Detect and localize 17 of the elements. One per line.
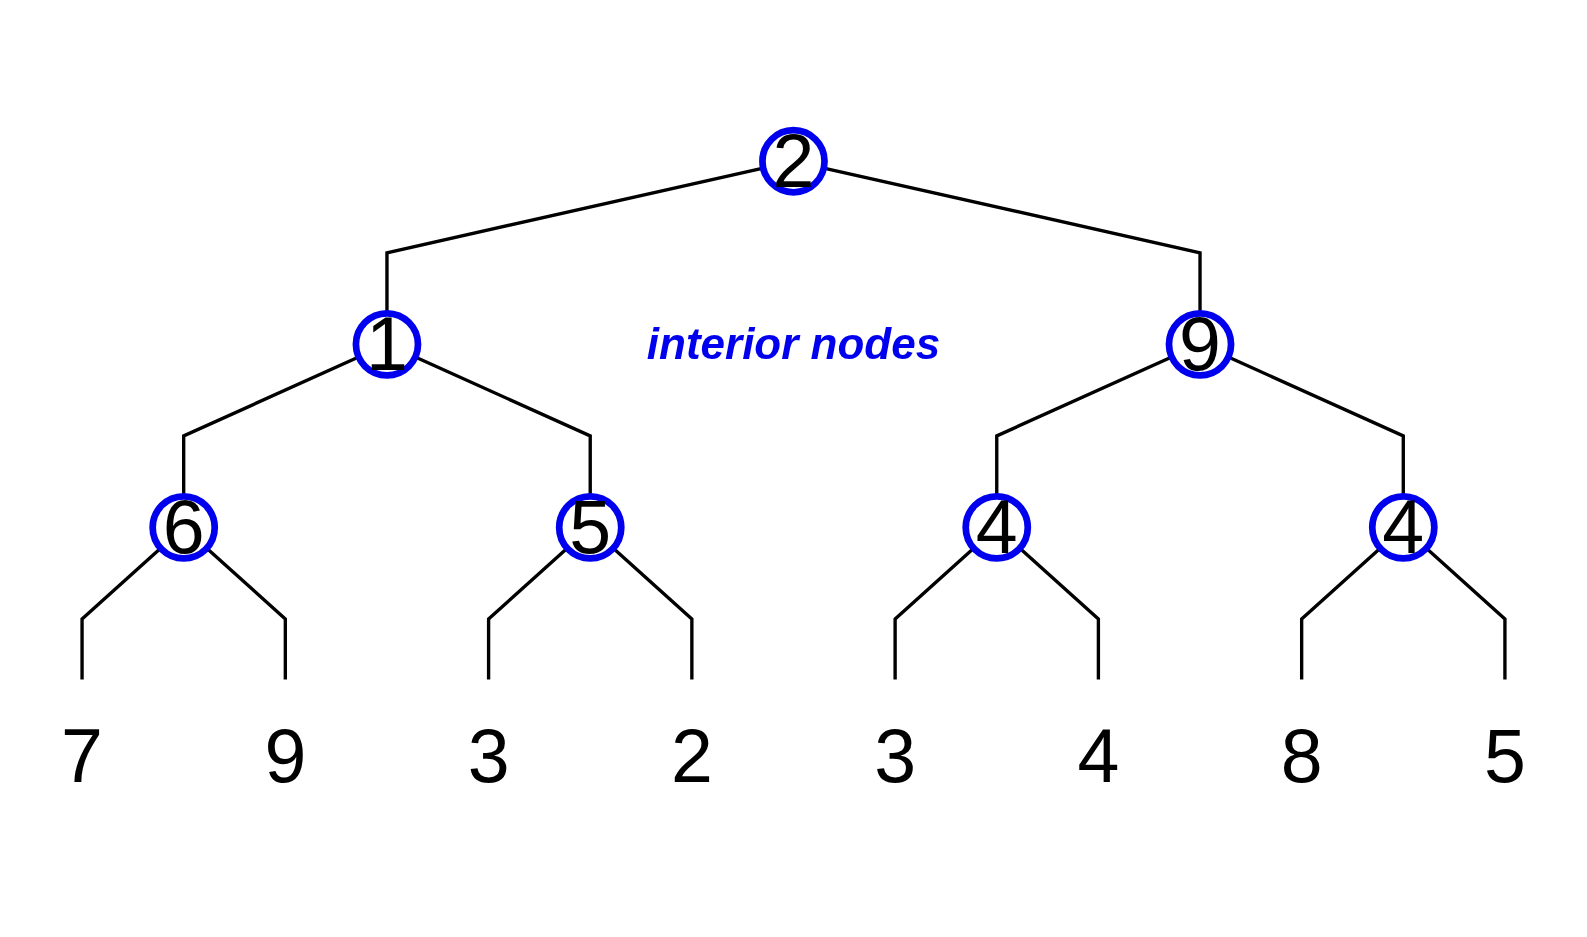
node-text: 4 [1077, 712, 1120, 798]
node-text: 5 [1483, 712, 1526, 798]
node-circle: 4 [962, 492, 1032, 562]
connector [486, 546, 569, 680]
node-circle: 6 [149, 492, 219, 562]
node-text: 7 [61, 712, 104, 798]
node-text: 8 [1280, 712, 1323, 798]
node-text: 3 [467, 712, 510, 798]
node-circle: 5 [555, 492, 625, 562]
annotation-text: interior nodes [646, 319, 941, 370]
node-text: 2 [670, 712, 713, 798]
node-circle: 4 [1368, 492, 1438, 562]
node-text: 3 [874, 712, 917, 798]
node-circle: 2 [759, 126, 828, 196]
node-text: 9 [264, 712, 307, 798]
node-circle: 1 [352, 309, 422, 379]
node-circle: 9 [1165, 309, 1235, 379]
